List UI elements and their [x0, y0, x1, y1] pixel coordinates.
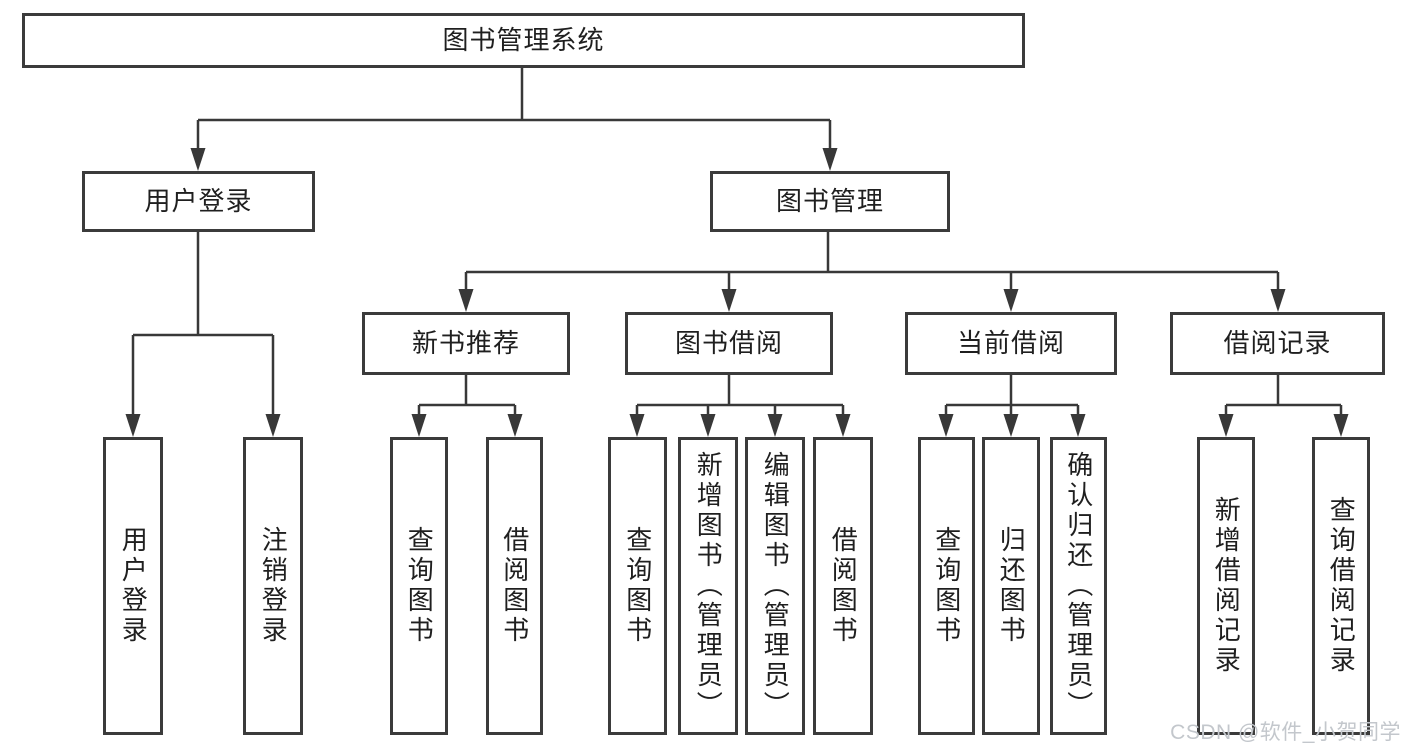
arrowhead-icon: [1218, 414, 1234, 437]
node-user-login: 用户登录: [82, 171, 315, 232]
arrowhead-icon: [265, 414, 281, 437]
arrowhead-icon: [822, 148, 838, 171]
connector-path: [131, 68, 1343, 420]
arrowhead-icon: [700, 414, 716, 437]
node-new-book-recommendation: 新书推荐: [362, 312, 570, 375]
arrowhead-icon: [125, 414, 141, 437]
arrowhead-icon: [1270, 289, 1286, 312]
node-book-management: 图书管理: [710, 171, 950, 232]
leaf-query-books-borrow: 查询图书: [608, 437, 667, 735]
leaf-borrow-books-recommend: 借阅图书: [486, 437, 543, 735]
node-book-borrowing: 图书借阅: [625, 312, 833, 375]
arrowhead-icon: [629, 414, 645, 437]
leaf-add-book-admin: 新增图书（管理员）: [678, 437, 738, 735]
leaf-confirm-return-admin: 确认归还（管理员）: [1050, 437, 1107, 735]
leaf-logout: 注销登录: [243, 437, 303, 735]
arrowhead-icon: [1070, 414, 1086, 437]
arrowhead-icon: [1333, 414, 1349, 437]
leaf-user-login: 用户登录: [103, 437, 163, 735]
arrowhead-icon: [938, 414, 954, 437]
leaf-query-borrow-record: 查询借阅记录: [1312, 437, 1370, 735]
arrowhead-icon: [190, 148, 206, 171]
leaf-return-books: 归还图书: [982, 437, 1040, 735]
node-borrowing-records: 借阅记录: [1170, 312, 1385, 375]
node-current-borrowing: 当前借阅: [905, 312, 1117, 375]
leaf-edit-book-admin: 编辑图书（管理员）: [745, 437, 805, 735]
node-root: 图书管理系统: [22, 13, 1025, 68]
arrowhead-icon: [721, 289, 737, 312]
arrowhead-icon: [458, 289, 474, 312]
csdn-watermark: CSDN @软件_小贺同学: [1170, 721, 1401, 744]
arrowhead-icon: [507, 414, 523, 437]
arrowhead-icon: [767, 414, 783, 437]
leaf-query-books-current: 查询图书: [918, 437, 975, 735]
leaf-borrow-books: 借阅图书: [813, 437, 873, 735]
arrowhead-icon: [1003, 414, 1019, 437]
leaf-add-borrow-record: 新增借阅记录: [1197, 437, 1255, 735]
leaf-query-books-recommend: 查询图书: [390, 437, 448, 735]
arrowhead-icon: [835, 414, 851, 437]
arrowhead-icon: [1003, 289, 1019, 312]
arrowhead-icon: [411, 414, 427, 437]
